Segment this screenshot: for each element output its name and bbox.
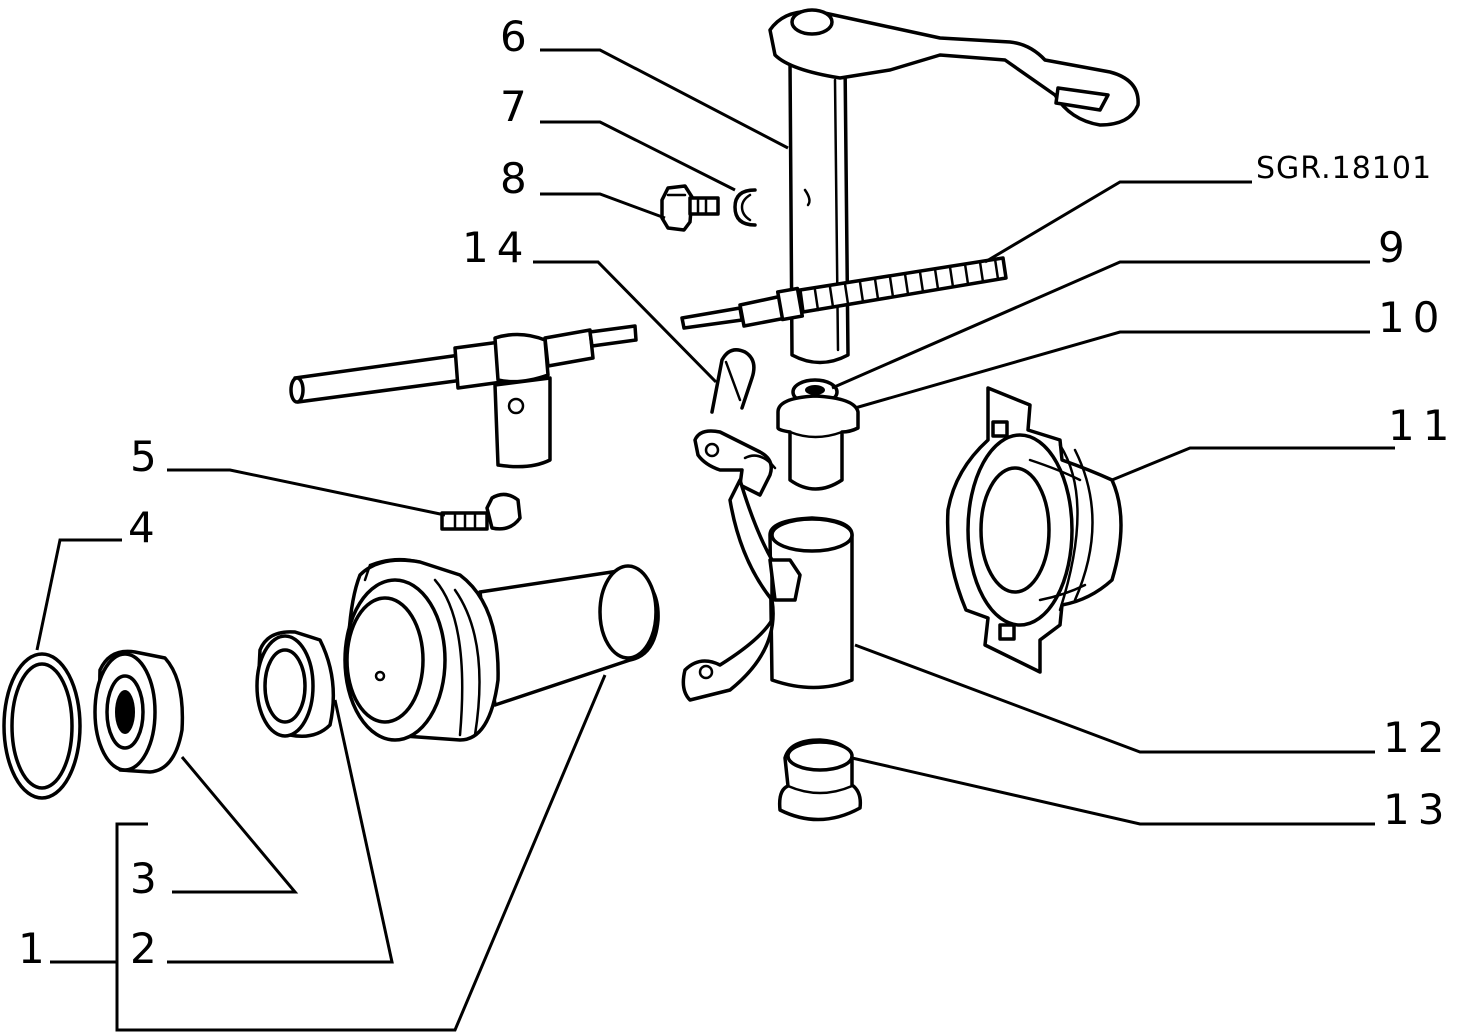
part-5-screw	[440, 492, 522, 531]
part-8-bolt	[660, 184, 720, 232]
reference-code: SGR.18101	[1256, 151, 1432, 186]
callout-11: 11	[1388, 401, 1457, 450]
part-4-o-ring	[2, 652, 82, 800]
part-3-seal	[93, 649, 185, 774]
part-10-bushing	[776, 394, 860, 491]
callout-5: 5	[130, 432, 165, 481]
part-14-hairpin-clip	[710, 348, 756, 414]
callout-9: 9	[1378, 223, 1413, 272]
callout-13: 13	[1383, 785, 1452, 834]
callout-12: 12	[1383, 713, 1452, 762]
callout-10: 10	[1378, 293, 1447, 342]
callout-4: 4	[128, 503, 163, 552]
part-12-clutch-fork	[681, 429, 854, 702]
part-11-release-bearing	[945, 386, 1123, 674]
part-1-release-cylinder	[343, 557, 660, 742]
leader-lines	[35, 48, 1395, 1032]
callout-7: 7	[500, 82, 535, 131]
callout-6: 6	[500, 12, 535, 61]
callout-14: 14	[462, 223, 531, 272]
callout-3: 3	[130, 854, 165, 903]
part-13-lower-bushing	[777, 738, 863, 822]
part-7-circlip	[733, 188, 757, 227]
callout-8: 8	[500, 154, 535, 203]
part-6-shaft-lever	[768, 8, 1140, 365]
callout-1: 1	[18, 924, 53, 973]
callout-numbers: 1 2 3 4 5 6 7 8 14 9 10 11 12 13 SGR.181…	[18, 12, 1457, 973]
clutch-cable	[680, 256, 1008, 330]
callout-2: 2	[130, 924, 165, 973]
cable-with-bracket	[289, 324, 638, 469]
part-2-inner-seal	[255, 630, 336, 738]
